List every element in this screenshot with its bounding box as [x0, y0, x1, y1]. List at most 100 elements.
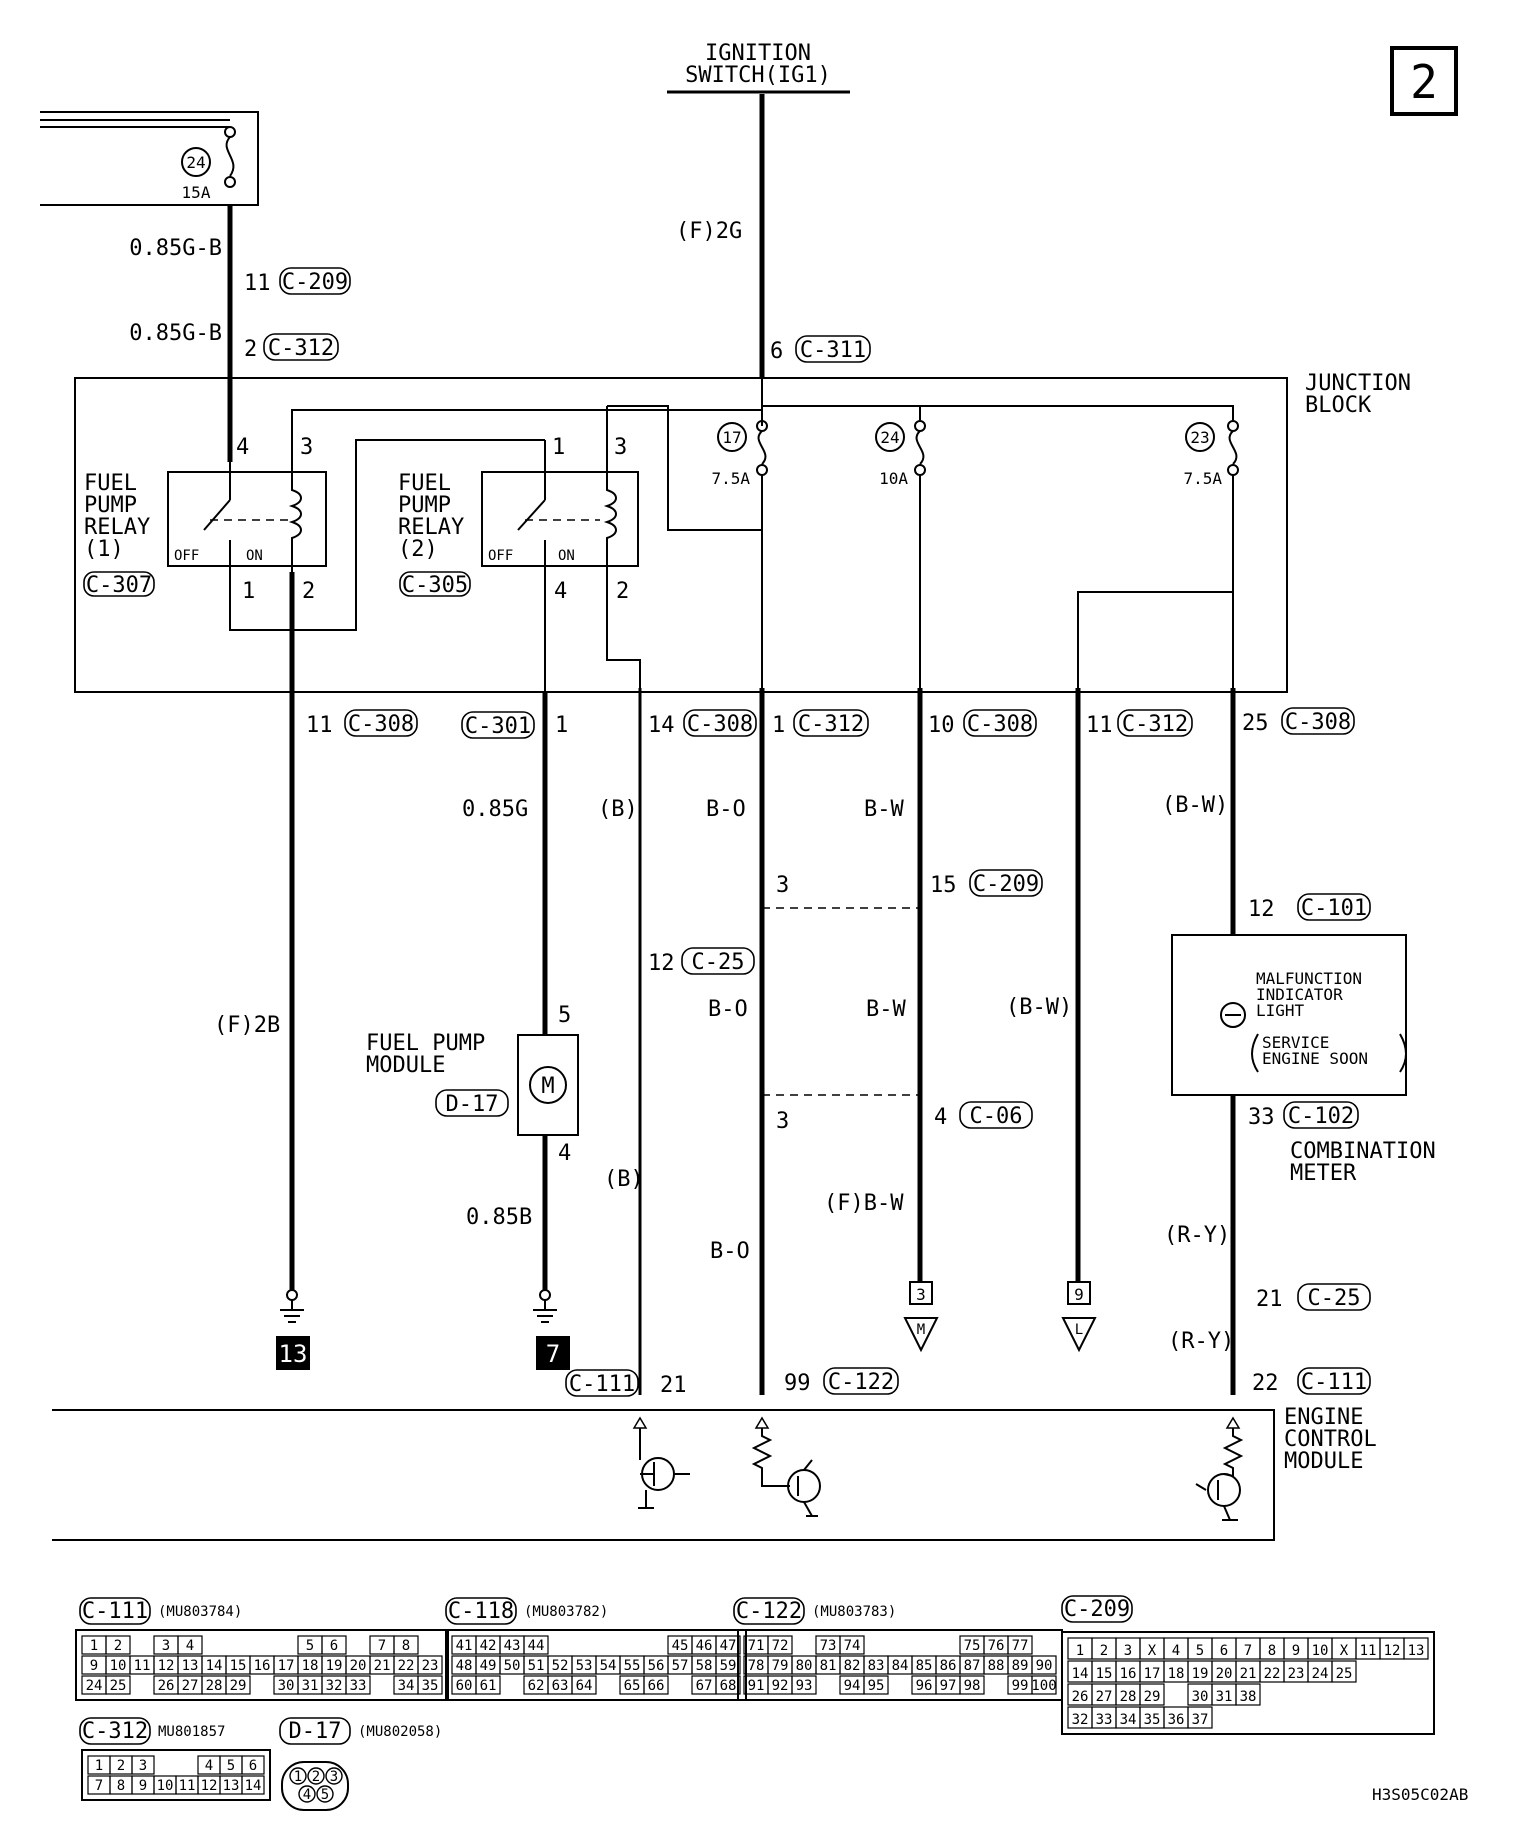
connector-pin-c122: 82 — [844, 1658, 861, 1674]
connector-pin-c209: 13 — [1408, 1643, 1425, 1659]
connector-pin-c209: 1 — [1076, 1643, 1084, 1659]
connector-pin-c111: 6 — [330, 1638, 338, 1654]
connector-pin-c122: 76 — [988, 1638, 1005, 1654]
connector-pin-c111: 7 — [378, 1638, 386, 1654]
connector-pin-d17: 1 — [294, 1769, 302, 1785]
connector-pin-c209: 14 — [1072, 1666, 1089, 1682]
jb-fuse-17-rating: 7.5A — [711, 469, 750, 488]
connector-pin-c111: 3 — [162, 1638, 170, 1654]
connector-cell-c111 — [393, 1635, 419, 1655]
connector-pin-c111: 29 — [230, 1678, 247, 1694]
relay1-connector: C-307 — [86, 573, 152, 598]
ecm-transistor-1 — [632, 1416, 690, 1509]
relay1-connector-box — [83, 571, 155, 597]
mil-box — [1171, 934, 1407, 1096]
svg-text:12: 12 — [648, 951, 675, 976]
connector-pin-c122: 99 — [1012, 1678, 1029, 1694]
connector-pin-c111: 22 — [398, 1658, 415, 1674]
connector-pin-c111: 26 — [158, 1678, 175, 1694]
connector-pin-c209: 29 — [1144, 1689, 1161, 1705]
wire-label-f2b: (F)2B — [214, 1013, 280, 1038]
connector-cell-c118 — [715, 1635, 741, 1655]
connector-pin-c209: 19 — [1192, 1666, 1209, 1682]
svg-text:C-312: C-312 — [268, 336, 334, 361]
connector-pin-c209: 12 — [1384, 1643, 1401, 1659]
connector-pin-c111: 34 — [398, 1678, 415, 1694]
connector-pin-c122: 72 — [772, 1638, 789, 1654]
connector-cell-c111 — [321, 1635, 347, 1655]
ignition-switch-label-1: IGNITION — [705, 41, 811, 66]
svg-text:C-25: C-25 — [692, 950, 745, 975]
connector-cell-c118 — [523, 1635, 549, 1655]
connector-pin-c209: 18 — [1168, 1666, 1185, 1682]
mil-label-3: LIGHT — [1256, 1001, 1305, 1020]
combination-meter-label-1: COMBINATION — [1290, 1139, 1436, 1164]
relay1-label-4: (1) — [84, 537, 124, 562]
connector-pin-c122: 77 — [1012, 1638, 1029, 1654]
connector-cell-c122 — [791, 1675, 817, 1695]
svg-text:6: 6 — [770, 339, 783, 364]
pin-label-15-c209: 15 C-209 — [930, 869, 1043, 898]
wire-label-b-2: (B) — [604, 1167, 644, 1192]
connector-cell-c209 — [1235, 1683, 1261, 1706]
connector-pin-c122: 91 — [748, 1678, 765, 1694]
connector-pin-c118: 53 — [576, 1658, 593, 1674]
relay1-pin3: 3 — [300, 435, 313, 460]
connector-cell-d17 — [307, 1767, 325, 1785]
connector-pin-c122: 90 — [1036, 1658, 1053, 1674]
offpage-connector-3-m: 3 M — [903, 1281, 939, 1353]
connector-part-c312: MU801857 — [158, 1724, 225, 1740]
relay1-pin4: 4 — [236, 435, 249, 460]
connector-pin-c118: 63 — [552, 1678, 569, 1694]
connector-pin-c118: 47 — [720, 1638, 737, 1654]
connector-pin-c111: 21 — [374, 1658, 391, 1674]
connector-pin-c111: 13 — [182, 1658, 199, 1674]
jb-fuse-23-rating: 7.5A — [1183, 469, 1222, 488]
svg-text:C-102: C-102 — [1288, 1104, 1354, 1129]
junction-block-label-1: JUNCTION — [1305, 371, 1411, 396]
connector-pin-c111: 24 — [86, 1678, 103, 1694]
connector-pin-d17: 3 — [330, 1769, 338, 1785]
mil-label-1: MALFUNCTION — [1256, 969, 1362, 988]
jb-fuse-17: 17 7.5A — [711, 420, 768, 488]
pin-label-1-c312: 1 C-312 — [772, 709, 869, 738]
top-fuse-terminal-bottom — [224, 176, 236, 188]
pin-label-22-c111: 22 C-111 — [1252, 1367, 1371, 1396]
connector-pin-c122: 71 — [748, 1638, 765, 1654]
connector-pin-c122: 96 — [916, 1678, 933, 1694]
svg-text:25: 25 — [1242, 711, 1269, 736]
connector-pin-c118: 59 — [720, 1658, 737, 1674]
svg-text:C-308: C-308 — [348, 712, 414, 737]
connector-pin-c312: 9 — [139, 1778, 147, 1794]
svg-text:4: 4 — [934, 1105, 947, 1130]
connector-pin-c122: 94 — [844, 1678, 861, 1694]
wire-label-bo-2: B-O — [708, 997, 748, 1022]
connector-pin-c122: 88 — [988, 1658, 1005, 1674]
connector-pin-c122: 98 — [964, 1678, 981, 1694]
connector-pin-c209: 17 — [1144, 1666, 1161, 1682]
junction-block — [74, 377, 1288, 693]
svg-text:C-209: C-209 — [282, 270, 348, 295]
connector-pin-c122: 89 — [1012, 1658, 1029, 1674]
relay2-label-3: RELAY — [398, 515, 464, 540]
connector-pin-c122: 95 — [868, 1678, 885, 1694]
connector-pin-c111: 15 — [230, 1658, 247, 1674]
connector-pin-c118: 51 — [528, 1658, 545, 1674]
fuel-pump-module-label-2: MODULE — [366, 1053, 445, 1078]
svg-text:1: 1 — [555, 713, 568, 738]
connector-pin-c122: 73 — [820, 1638, 837, 1654]
relay2-pin3: 3 — [614, 435, 627, 460]
offpage-connector-9-l: 9 L — [1061, 1281, 1097, 1353]
connector-pin-d17: 5 — [321, 1787, 329, 1803]
connector-pin-c122: 78 — [748, 1658, 765, 1674]
relay1-pin2: 2 — [302, 579, 315, 604]
connector-cell-c111 — [417, 1655, 443, 1675]
relay1-pin1: 1 — [242, 579, 255, 604]
connector-pin-c209: 24 — [1312, 1666, 1329, 1682]
svg-text:C-209: C-209 — [973, 872, 1039, 897]
connector-pin-c209: 10 — [1312, 1643, 1329, 1659]
connector-pin-c111: 23 — [422, 1658, 439, 1674]
wire-label-fbw: (F)B-W — [824, 1191, 904, 1216]
